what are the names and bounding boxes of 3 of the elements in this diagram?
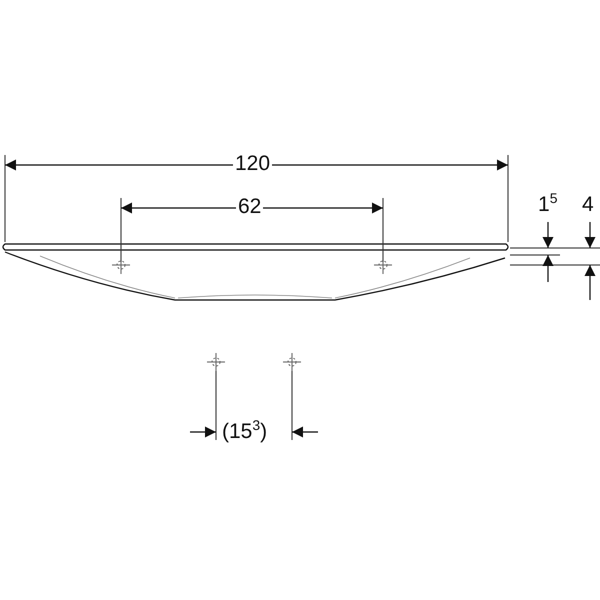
dimension-label: 1$^{5}$ — [537, 194, 558, 216]
dimension-label: (15$^{3}$) — [221, 421, 268, 443]
dimension-label: 4 — [581, 194, 595, 216]
